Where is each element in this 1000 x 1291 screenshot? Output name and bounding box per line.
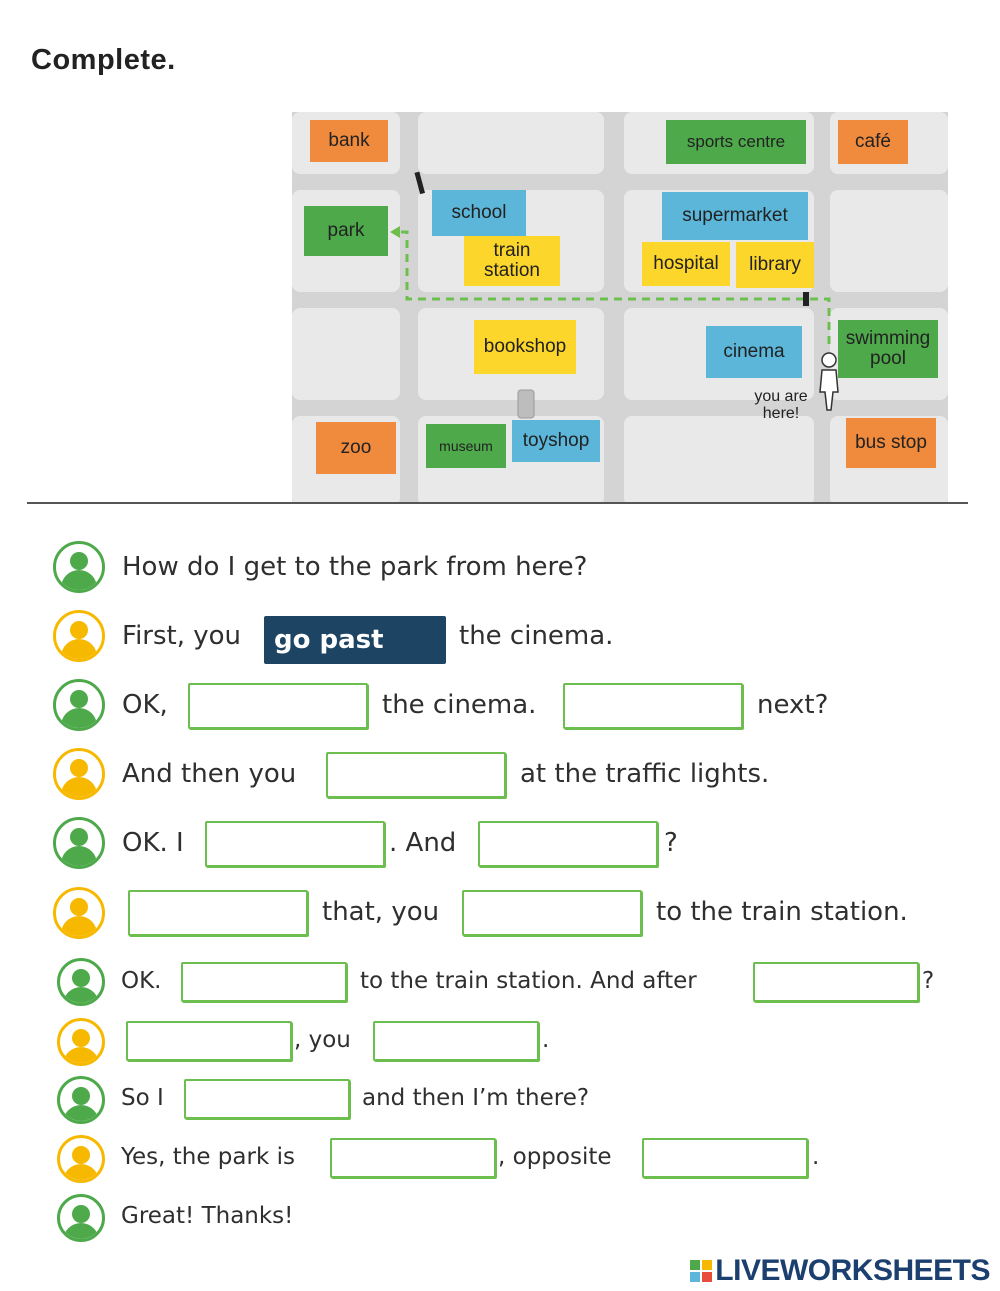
dialogue-text: the cinema. <box>382 690 537 720</box>
dialogue-text: How do I get to the park from here? <box>122 552 588 582</box>
answer-field[interactable] <box>128 890 308 936</box>
speaker-avatar-yellow <box>53 748 105 800</box>
answer-field-filled[interactable]: go past <box>264 616 446 664</box>
answer-field[interactable] <box>642 1138 808 1178</box>
place-school: school <box>432 190 526 236</box>
divider <box>27 502 968 504</box>
dialogue-text: to the train station. And after <box>360 968 697 994</box>
dialogue-text: First, you <box>122 621 242 651</box>
place-swimming-pool: swimming pool <box>838 320 938 378</box>
dialogue-text: And then you <box>122 759 297 789</box>
answer-field[interactable] <box>126 1021 292 1061</box>
dialogue-text: Yes, the park is <box>121 1144 295 1170</box>
dialogue-text: the cinema. <box>459 621 614 651</box>
dialogue-text: OK. I <box>122 828 184 858</box>
place-cafe: café <box>838 120 908 164</box>
speaker-avatar-green <box>53 541 105 593</box>
speaker-avatar-yellow <box>57 1018 105 1066</box>
answer-field[interactable] <box>181 962 347 1002</box>
dialogue-text: , you <box>294 1027 351 1053</box>
liveworksheets-logo-text: LIVEWORKSHEETS <box>715 1254 990 1287</box>
speaker-avatar-yellow <box>53 610 105 662</box>
answer-field[interactable] <box>753 962 919 1002</box>
dialogue-text: to the train station. <box>656 897 908 927</box>
dialogue-text: OK, <box>122 690 168 720</box>
dialogue-text: . <box>812 1144 820 1170</box>
place-cinema: cinema <box>706 326 802 378</box>
speaker-avatar-green <box>53 817 105 869</box>
route-path <box>390 171 839 419</box>
instruction-heading: Complete. <box>31 44 176 76</box>
place-toyshop: toyshop <box>512 420 600 462</box>
town-map: bank sports centre café park school trai… <box>292 112 948 502</box>
place-sports-centre: sports centre <box>666 120 806 164</box>
dialogue-text: at the traffic lights. <box>520 759 770 789</box>
place-hospital: hospital <box>642 242 730 286</box>
speaker-avatar-green <box>57 1194 105 1242</box>
answer-field[interactable] <box>563 683 743 729</box>
answer-field[interactable] <box>188 683 368 729</box>
liveworksheets-logo-icon <box>690 1260 713 1282</box>
answer-field[interactable] <box>373 1021 539 1061</box>
dialogue-text: Great! Thanks! <box>121 1203 294 1229</box>
dialogue-text: that, you <box>322 897 440 927</box>
answer-field[interactable] <box>462 890 642 936</box>
dialogue-text: . And <box>389 828 457 858</box>
place-supermarket: supermarket <box>662 192 808 240</box>
place-museum: museum <box>426 424 506 468</box>
liveworksheets-logo: LIVEWORKSHEETS <box>690 1254 990 1288</box>
place-library: library <box>736 242 814 288</box>
place-bookshop: bookshop <box>474 320 576 374</box>
place-bus-stop: bus stop <box>846 418 936 468</box>
dialogue-text: . <box>542 1027 550 1053</box>
place-park: park <box>304 206 388 256</box>
speaker-avatar-yellow <box>53 887 105 939</box>
answer-field[interactable] <box>326 752 506 798</box>
dialogue-text: next? <box>757 690 829 720</box>
answer-field[interactable] <box>205 821 385 867</box>
you-are-here-label: you are here! <box>754 388 808 422</box>
speaker-avatar-green <box>57 958 105 1006</box>
place-zoo: zoo <box>316 422 396 474</box>
speaker-avatar-green <box>57 1076 105 1124</box>
dialogue-text: OK. <box>121 968 162 994</box>
answer-field[interactable] <box>478 821 658 867</box>
place-bank: bank <box>310 120 388 162</box>
dialogue-text: So I <box>121 1085 164 1111</box>
dialogue-text: ? <box>922 968 935 994</box>
dialogue-text: , opposite <box>498 1144 612 1170</box>
answer-field[interactable] <box>184 1079 350 1119</box>
dialogue-text: ? <box>664 828 678 858</box>
speaker-avatar-green <box>53 679 105 731</box>
answer-field[interactable] <box>330 1138 496 1178</box>
place-train-station: train station <box>464 236 560 286</box>
speaker-avatar-yellow <box>57 1135 105 1183</box>
dialogue-text: and then I’m there? <box>362 1085 590 1111</box>
